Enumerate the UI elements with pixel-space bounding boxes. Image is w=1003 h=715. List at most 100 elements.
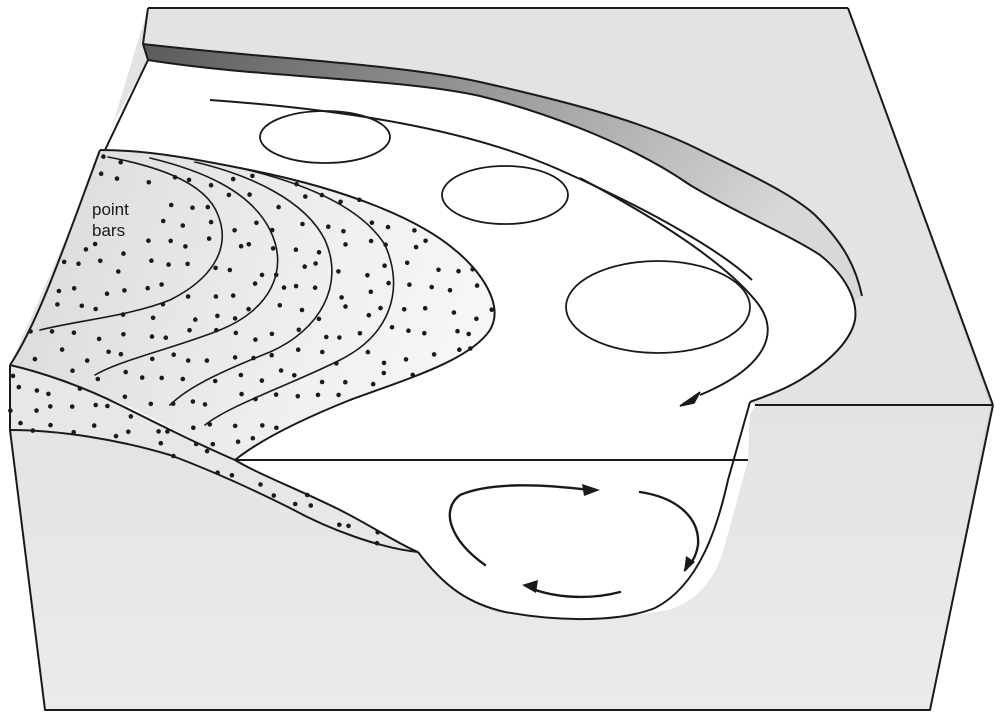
sediment-dot [149,258,154,263]
sediment-dot [271,246,276,251]
sediment-dot [116,269,121,274]
sediment-dot [239,392,244,397]
sediment-dot [211,442,216,447]
sediment-dot [270,228,275,233]
sediment-dot [390,325,395,330]
sediment-dot [169,203,174,208]
sediment-dot [253,281,258,286]
sediment-dot [121,312,126,317]
sediment-dot [114,434,119,439]
sediment-dot [336,393,341,398]
sediment-dot [320,380,325,385]
sediment-dot [410,373,415,378]
sediment-dot [294,284,299,289]
sediment-dot [156,429,161,434]
sediment-dot [246,307,251,312]
sediment-dot [357,198,362,203]
sediment-dot [203,402,208,407]
sediment-dot [92,423,97,428]
sediment-dot [190,205,195,210]
sediment-dot [456,269,461,274]
sediment-dot [470,267,475,272]
sediment-dot [80,304,85,309]
sediment-dot [18,421,23,426]
sediment-dot [50,329,55,334]
sediment-dot [62,260,67,265]
sediment-dot [93,242,98,247]
sediment-dot [358,331,363,336]
sediment-dot [253,397,258,402]
sediment-dot [436,268,441,273]
sediment-dot [208,422,213,427]
sediment-dot [70,368,75,373]
sediment-dot [339,295,344,300]
sediment-dot [231,177,236,182]
sediment-dot [99,171,104,176]
sediment-dot [57,289,62,294]
sediment-dot [378,306,383,311]
sediment-dot [336,269,341,274]
sediment-dot [193,317,198,322]
sediment-dot [233,355,238,360]
sediment-dot [412,228,417,233]
sediment-dot [432,352,437,357]
sediment-dot [78,386,83,391]
sediment-dot [146,238,151,243]
sediment-dot [324,335,329,340]
sediment-dot [85,358,90,363]
sediment-dot [260,378,265,383]
sediment-dot [407,282,412,287]
sediment-dot [159,376,164,381]
sediment-dot [375,541,380,546]
sediment-dot [404,357,409,362]
sediment-dot [151,316,156,321]
sediment-dot [466,332,471,337]
sediment-dot [475,283,480,288]
sediment-dot [233,424,238,429]
sediment-dot [191,425,196,430]
sediment-dot [206,205,211,210]
sediment-dot [72,286,77,291]
sediment-dot [186,294,191,299]
sediment-dot [183,244,188,249]
sediment-dot [294,182,299,187]
sediment-dot [118,160,123,165]
sediment-dot [213,379,218,384]
sediment-dot [251,356,256,361]
sediment-dot [97,337,102,342]
sediment-dot [279,368,284,373]
sediment-dot [227,193,232,198]
sediment-dot [276,205,281,210]
sediment-dot [35,388,40,393]
sediment-dot [297,328,302,333]
sediment-dot [215,314,220,319]
sediment-dot [382,361,387,366]
sediment-dot [370,220,375,225]
sediment-dot [303,194,308,199]
sediment-dot [84,247,89,252]
sediment-dot [105,404,110,409]
sediment-dot [274,273,279,278]
sediment-dot [375,530,380,535]
sediment-dot [164,335,169,340]
sediment-dot [150,334,155,339]
sediment-dot [31,428,36,433]
sediment-dot [423,239,428,244]
sediment-dot [214,328,219,333]
sediment-dot [253,337,258,342]
sediment-dot [455,329,460,334]
point-bars-label-line2: bars [92,220,129,241]
sediment-dot [405,261,410,266]
sediment-dot [346,524,351,529]
sediment-dot [228,268,233,273]
sediment-dot [260,423,265,428]
sediment-dot [106,350,111,355]
sediment-dot [313,285,318,290]
sediment-dot [254,221,259,226]
sediment-dot [382,371,387,376]
sediment-dot [11,374,16,379]
sediment-dot [317,317,322,322]
sediment-dot [33,357,38,362]
sediment-dot [205,449,210,454]
